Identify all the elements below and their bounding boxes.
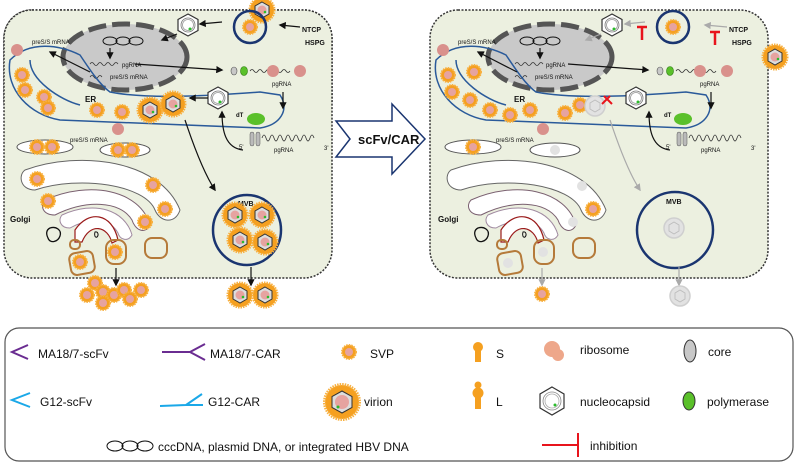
left-secreted-virion	[251, 281, 279, 309]
hspg-label: HSPG	[732, 40, 752, 47]
ma18-car-icon	[162, 343, 206, 361]
mrna-nucleus-label: preS/S mRNA	[110, 75, 148, 81]
dt-label: dT	[236, 113, 244, 119]
legend-ribosome: ribosome	[580, 343, 630, 357]
svp-icon	[341, 344, 357, 360]
five-prime-label: 5'	[239, 145, 243, 151]
right-secreted-svp	[534, 286, 550, 302]
golgi-label: Golgi	[10, 215, 30, 224]
golgi-label: Golgi	[438, 215, 458, 224]
legend-virion: virion	[364, 395, 393, 409]
legend-inhibition: inhibition	[590, 439, 637, 453]
mrna-nucleus-label: preS/S mRNA	[535, 75, 573, 81]
left-er	[8, 45, 285, 129]
legend-core: core	[708, 345, 732, 359]
right-er	[434, 45, 711, 129]
dna-icon	[106, 440, 154, 452]
right-endosome	[655, 9, 691, 45]
ribosome-icon	[544, 341, 564, 361]
center-arrow-label: scFv/CAR	[358, 132, 420, 147]
legend-l: L	[496, 395, 503, 409]
g12-scfv-icon	[9, 392, 31, 408]
ntcp-label: NTCP	[302, 27, 321, 34]
left-cell: pgRNA preS/S mRNA ER preS/S mRNA preS/S …	[3, 0, 333, 311]
three-prime-label: 3'	[751, 146, 755, 152]
inhibition-mark-entry	[710, 30, 720, 45]
inhibition-mark-uncoating	[637, 25, 647, 40]
left-endosome	[232, 9, 268, 45]
mrna-top-label: preS/S mRNA	[458, 40, 496, 46]
dt-label: dT	[664, 113, 672, 119]
left-nucleus: pgRNA preS/S mRNA	[60, 21, 190, 93]
mrna-bottom-label: preS/S mRNA	[70, 138, 108, 144]
left-secreted-svps	[79, 275, 149, 311]
pgrna-nucleus-label: pgRNA	[122, 63, 141, 69]
three-prime-label: 3'	[324, 146, 328, 152]
right-golgi: Golgi	[438, 159, 607, 276]
mvb-label: MVB	[666, 199, 682, 206]
mvb-label: MVB	[238, 201, 254, 208]
er-label: ER	[85, 95, 96, 104]
core-icon	[683, 339, 697, 363]
pgrna-rt-label: pgRNA	[274, 148, 293, 154]
s-protein-icon	[473, 342, 483, 362]
pgrna-nucleus-label: pgRNA	[546, 63, 565, 69]
legend-box	[4, 327, 794, 462]
legend-nucleocapsid: nucleocapsid	[580, 395, 650, 409]
polymerase-icon	[682, 391, 696, 411]
legend-svp: SVP	[370, 347, 394, 361]
mrna-top-label: preS/S mRNA	[32, 40, 70, 46]
five-prime-label: 5'	[666, 145, 670, 151]
pgrna-cyto-label: pgRNA	[700, 82, 719, 88]
hspg-label: HSPG	[305, 40, 325, 47]
right-secreted-ghost	[669, 285, 691, 307]
ma18-scfv-icon	[9, 344, 29, 360]
left-golgi: Golgi	[10, 159, 181, 276]
legend-ma18-scfv: MA18/7-scFv	[38, 347, 109, 361]
ntcp-label: NTCP	[729, 27, 748, 34]
l-protein-icon	[472, 381, 484, 409]
left-mvb: MVB	[211, 193, 283, 267]
legend: MA18/7-scFv MA18/7-CAR SVP S ribosome co…	[4, 327, 794, 462]
legend-s: S	[496, 347, 504, 361]
center-arrow: scFv/CAR	[334, 102, 427, 176]
er-label: ER	[514, 95, 525, 104]
g12-car-icon	[159, 393, 203, 407]
legend-g12-car: G12-CAR	[208, 395, 260, 409]
virion-icon	[323, 383, 361, 421]
left-er-nucleocapsid	[207, 86, 229, 110]
legend-polymerase: polymerase	[707, 395, 769, 409]
legend-dna: cccDNA, plasmid DNA, or integrated HBV D…	[158, 440, 409, 454]
pgrna-cyto-label: pgRNA	[272, 82, 291, 88]
nucleocapsid-icon	[539, 386, 565, 416]
right-er-nucleocapsid	[625, 86, 647, 110]
pgrna-rt-label: pgRNA	[701, 148, 720, 154]
inhibition-icon	[542, 433, 579, 457]
legend-ma18-car: MA18/7-CAR	[210, 347, 281, 361]
legend-g12-scfv: G12-scFv	[40, 395, 92, 409]
mrna-bottom-label: preS/S mRNA	[496, 138, 534, 144]
right-cell: pgRNA preS/S mRNA ER preS/S mRNA preS/S …	[429, 9, 789, 307]
right-mvb: MVB	[635, 190, 715, 270]
left-secreted-virion	[226, 281, 254, 309]
